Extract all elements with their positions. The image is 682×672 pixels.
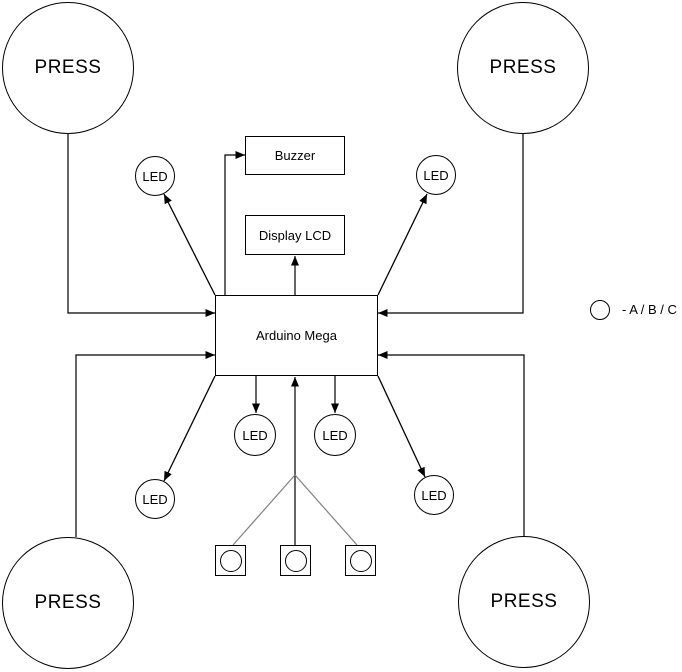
press-label: PRESS xyxy=(34,592,102,613)
display-lcd-node: Display LCD xyxy=(245,215,345,255)
push-button-circle-icon xyxy=(349,549,372,572)
led-label: LED xyxy=(423,167,449,183)
push-button-circle-icon xyxy=(219,549,242,572)
led-label: LED xyxy=(142,168,168,184)
legend-label: - A / B / C xyxy=(622,302,677,317)
display-lcd-label: Display LCD xyxy=(258,227,332,243)
connector-press-bl-arduino xyxy=(75,351,215,537)
connector-branch-button-1 xyxy=(232,474,296,546)
led-label: LED xyxy=(242,427,268,443)
led-label: LED xyxy=(322,427,348,443)
press-node-bottom-left: PRESS xyxy=(2,537,134,669)
press-node-top-right: PRESS xyxy=(457,2,589,134)
led-label: LED xyxy=(421,487,447,503)
connector-press-br-arduino xyxy=(378,351,525,536)
arduino-mega-label: Arduino Mega xyxy=(256,328,337,343)
push-button-2 xyxy=(280,545,311,576)
push-button-3 xyxy=(345,545,376,576)
led-node-top-left: LED xyxy=(135,156,175,196)
buzzer-node: Buzzer xyxy=(245,136,345,175)
arduino-mega-node: Arduino Mega xyxy=(215,295,378,376)
connector-arduino-led-br xyxy=(377,375,426,478)
press-node-bottom-right: PRESS xyxy=(458,536,590,668)
connector-arduino-buzzer xyxy=(224,151,245,295)
push-button-circle-icon xyxy=(284,549,307,572)
connector-arduino-led-bl xyxy=(163,375,216,482)
led-node-mid-right: LED xyxy=(314,414,356,456)
legend-circle-icon xyxy=(590,300,610,320)
buzzer-label: Buzzer xyxy=(274,148,316,163)
led-node-top-right: LED xyxy=(416,155,456,195)
connector-arduino-led-tl xyxy=(163,193,216,296)
led-node-bottom-left: LED xyxy=(135,479,175,519)
connector-arduino-led-tr xyxy=(377,193,428,296)
press-label: PRESS xyxy=(489,57,557,78)
connector-branch-button-3 xyxy=(294,474,358,546)
press-label: PRESS xyxy=(490,591,558,612)
led-node-bottom-right: LED xyxy=(414,475,454,515)
press-label: PRESS xyxy=(34,57,102,78)
connector-press-tl-arduino xyxy=(67,134,215,317)
press-node-top-left: PRESS xyxy=(2,2,134,134)
push-button-1 xyxy=(215,545,246,576)
connector-press-tr-arduino xyxy=(378,134,524,317)
led-node-mid-left: LED xyxy=(234,414,276,456)
led-label: LED xyxy=(142,491,168,507)
